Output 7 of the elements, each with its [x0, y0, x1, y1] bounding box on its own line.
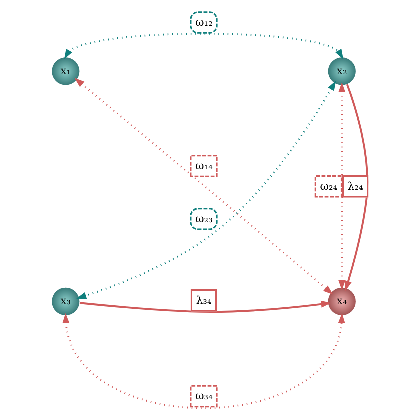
- edge-label: λ₂₄: [348, 180, 364, 193]
- edge-label: ω₂₄: [320, 180, 338, 193]
- edge-label: ω₃₄: [196, 390, 213, 403]
- edge-label: λ₃₄: [196, 294, 212, 307]
- edge-label: ω₂₃: [196, 212, 213, 226]
- edge-label: ω₁₂: [196, 16, 213, 29]
- edge-label: ω₁₄: [196, 159, 213, 172]
